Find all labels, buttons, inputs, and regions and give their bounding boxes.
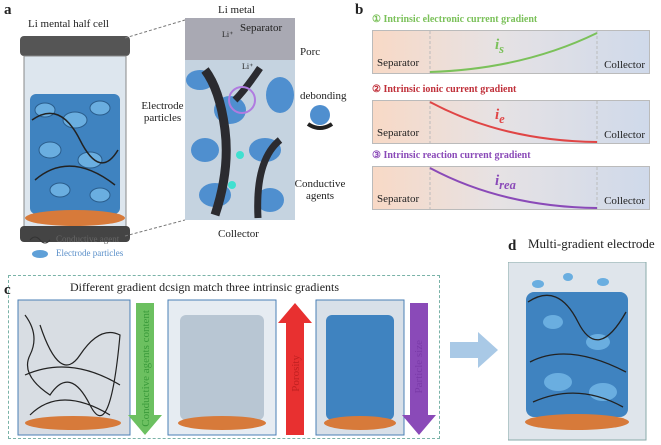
current-symbol: irea [495,173,516,192]
separator-text: Separator [377,57,420,69]
separator-text: Separator [377,193,420,205]
gradient-box-reaction: Separator Collector irea [372,166,650,210]
panel-c-title: Different gradient dcsign match three in… [70,280,340,294]
current-symbol: is [495,37,505,56]
gradient-title-ionic: ② Intrinsic ionic current gradient [372,84,516,95]
gradient-title-reaction: ③ Intrinsic reaction current gradient [372,150,531,161]
panel-label-d: d [508,238,517,254]
panel-c-frame [8,275,440,439]
big-arrow-icon [450,332,498,368]
gradient-box-electronic: Separator Collector is [372,30,650,74]
arrow-label-particle-size: Particle size [413,340,425,394]
title: Intrinsic ionic current gradient [383,84,517,95]
debonding-label: debonding [300,90,347,102]
num: ② [372,84,381,95]
panel-label-b: b [355,2,364,18]
legend-electrode-particles: Electrode particles [56,248,124,258]
panel-d-title: Multi-gradient electrode [528,236,655,251]
half-cell-illustration [20,18,334,258]
li-ion-2: Li⁺ [242,62,254,71]
gradient-design-illustrations [17,299,436,436]
collector-text: Collector [604,195,645,207]
num: ③ [372,150,381,161]
li-ion-1: Li⁺ [222,30,234,39]
conductive-agents-label: Conductive agents [294,178,346,202]
collector-label: Collector [218,228,259,240]
cell-title: Li mental half cell [28,18,109,30]
panel-label-a: a [4,2,12,18]
num: ① [372,14,381,25]
electrode-particles-label: Electrode particles [141,100,184,124]
li-metal-label: Li metal [218,4,255,16]
separator-label: Separator [240,22,283,34]
title: Intrinsic reaction current gradient [383,150,531,161]
collector-text: Collector [604,129,645,141]
gradient-title-electronic: ① Intrinsic electronic current gradient [372,14,537,25]
collector-text: Collector [604,59,645,71]
arrow-label-conductive: Conductive agents content [140,310,152,427]
arrow-label-porosity: Porosity [290,355,302,392]
legend-conductive-agent: Conductive agent [56,234,120,244]
panel-label-c: c [4,282,11,298]
title: Intrinsic electronic current gradient [383,14,538,25]
separator-text: Separator [377,127,420,139]
current-symbol: ie [495,107,505,126]
multi-gradient-electrode-illustration [508,262,647,441]
gradient-box-ionic: Separator Collector ie [372,100,650,144]
pore-label: Porc [300,46,321,58]
